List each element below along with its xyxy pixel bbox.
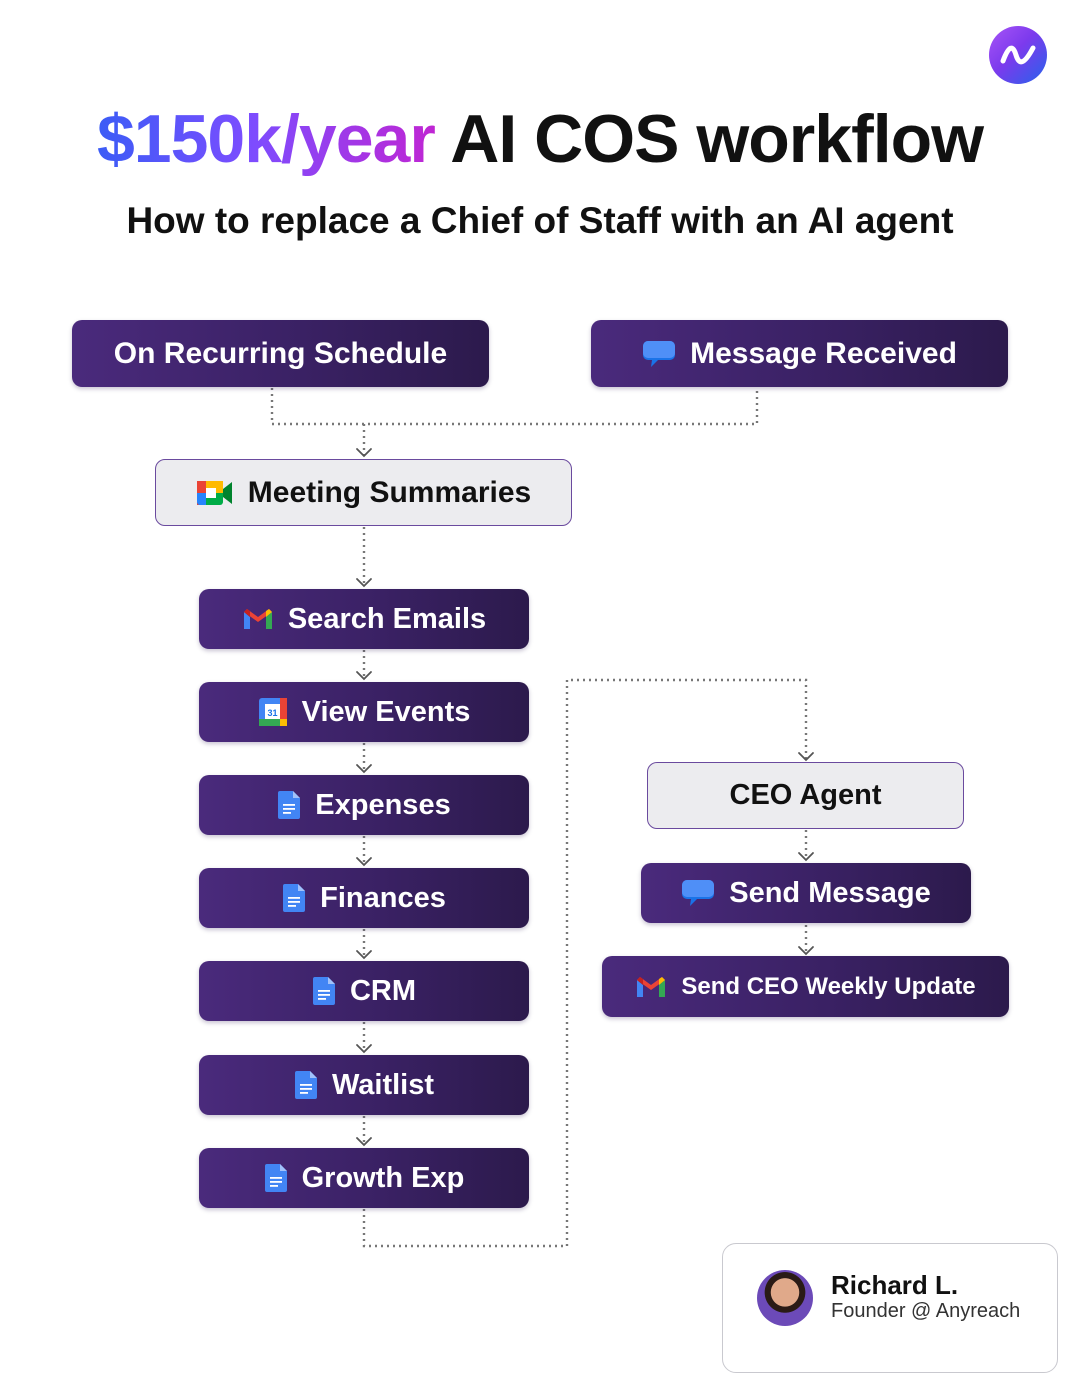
google-docs-icon bbox=[312, 976, 336, 1006]
node-send-ceo-weekly-update: Send CEO Weekly Update bbox=[602, 956, 1009, 1017]
node-growth-exp: Growth Exp bbox=[199, 1148, 529, 1208]
node-waitlist: Waitlist bbox=[199, 1055, 529, 1115]
google-docs-icon bbox=[277, 790, 301, 820]
node-on-recurring-schedule: On Recurring Schedule bbox=[72, 320, 489, 387]
avatar bbox=[757, 1270, 813, 1326]
node-label: On Recurring Schedule bbox=[113, 336, 448, 370]
node-label: Expenses bbox=[315, 788, 451, 821]
node-message-received: Message Received bbox=[591, 320, 1008, 387]
title-rest: AI COS workflow bbox=[450, 101, 984, 177]
node-label: Send CEO Weekly Update bbox=[681, 972, 976, 1000]
google-calendar-icon: 31 bbox=[258, 697, 288, 727]
page-subtitle: How to replace a Chief of Staff with an … bbox=[126, 200, 954, 241]
author-name: Richard L. bbox=[831, 1270, 959, 1300]
google-docs-icon bbox=[282, 883, 306, 913]
google-docs-icon bbox=[264, 1163, 288, 1193]
node-label: CRM bbox=[349, 974, 417, 1007]
node-meeting-summaries: Meeting Summaries bbox=[155, 459, 572, 526]
google-meet-icon bbox=[196, 478, 234, 508]
node-finances: Finances bbox=[199, 868, 529, 928]
node-crm: CRM bbox=[199, 961, 529, 1021]
node-search-emails: Search Emails bbox=[199, 589, 529, 649]
gmail-icon bbox=[242, 607, 274, 631]
anyreach-logo-icon bbox=[989, 26, 1047, 84]
author-card: Richard L. Founder @ Anyreach bbox=[722, 1243, 1058, 1373]
gmail-icon bbox=[635, 975, 667, 999]
node-send-message: Send Message bbox=[641, 863, 971, 923]
author-role: Founder @ Anyreach bbox=[831, 1300, 1021, 1322]
chat-bubble-icon bbox=[681, 878, 715, 908]
node-view-events: 31 View Events bbox=[199, 682, 529, 742]
node-label: CEO Agent bbox=[729, 779, 882, 811]
title-accent: $150k/year bbox=[96, 101, 436, 177]
node-label: Send Message bbox=[729, 876, 931, 909]
node-label: Growth Exp bbox=[301, 1161, 465, 1194]
node-label: Message Received bbox=[690, 336, 957, 370]
chat-bubble-icon bbox=[642, 339, 676, 369]
node-label: Finances bbox=[320, 881, 446, 914]
calendar-day: 31 bbox=[267, 708, 277, 718]
node-label: Meeting Summaries bbox=[247, 475, 532, 509]
node-label: Waitlist bbox=[331, 1068, 435, 1101]
node-ceo-agent: CEO Agent bbox=[647, 762, 964, 829]
node-label: Search Emails bbox=[287, 602, 487, 635]
node-label: View Events bbox=[301, 695, 471, 728]
google-docs-icon bbox=[294, 1070, 318, 1100]
node-expenses: Expenses bbox=[199, 775, 529, 835]
page-title: $150k/year AI COS workflow bbox=[0, 100, 1080, 178]
